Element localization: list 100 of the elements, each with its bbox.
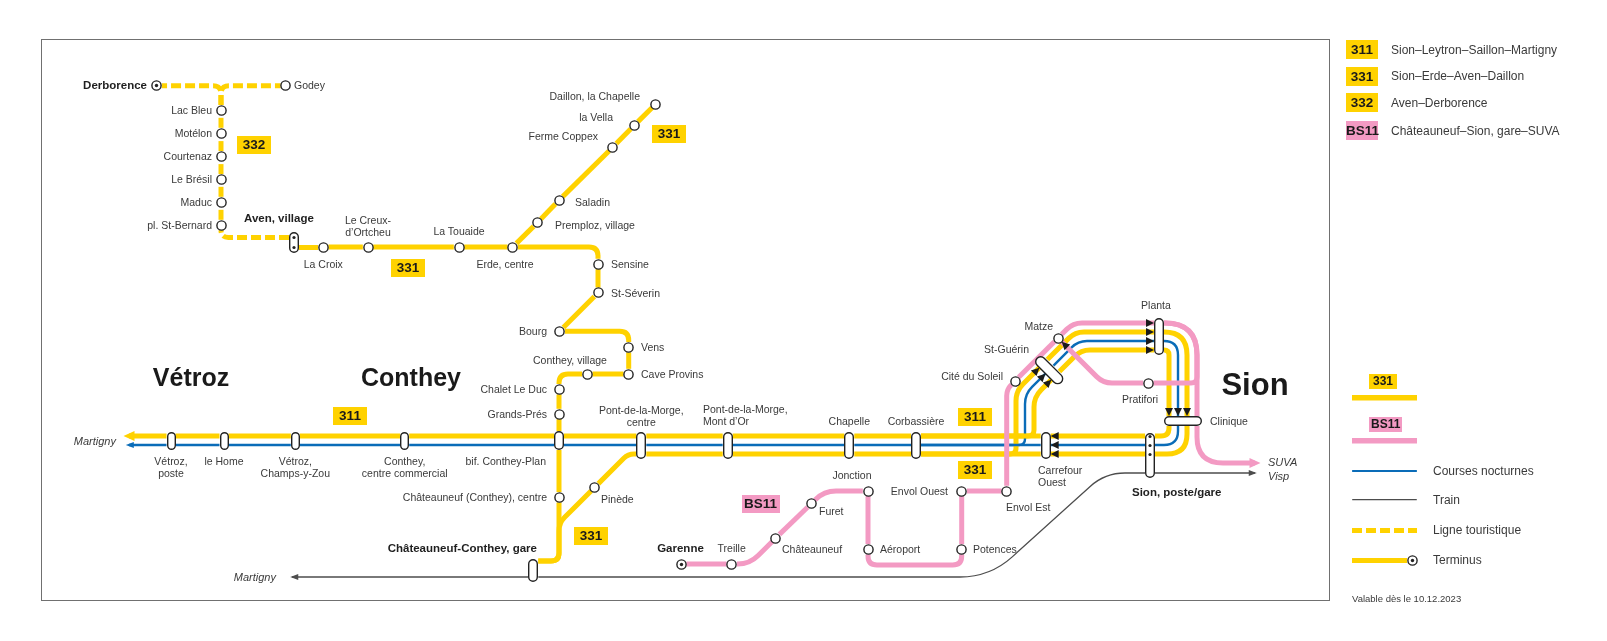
route-line [626,352,632,369]
stop-name: Châteauneuf (Conthey), centre [402,491,547,504]
route-line [921,443,1041,447]
route-line [175,443,220,447]
dashed-route-line [218,207,224,220]
route-line [813,488,863,502]
stop-name: La Touaide [433,224,485,238]
legend-text: Sion–Erde–Aven–Daillon [1391,69,1525,83]
legend-text: Ligne touristique [1433,523,1522,537]
dashed-route-line [218,227,289,240]
stop-name: St-Guérin [984,342,1029,356]
route-line [514,224,536,246]
route-line [328,244,363,250]
route-badge: BS11 [741,495,780,513]
route-line [1004,382,1014,486]
stop-name: Courtenaz [163,150,212,163]
route-arrow [1059,339,1144,386]
stop-name: Cave Provins [641,367,704,381]
stop-name: Aven, village [244,211,314,225]
route-line [1155,426,1190,457]
dashed-route-line [218,161,224,175]
route-badge: BS11 [1369,416,1403,432]
stop-name: Potences [973,543,1017,556]
stop-name: Carrefour Ouest [1038,463,1083,489]
stop-name: Godey [294,79,325,92]
legend-text: Train [1433,493,1460,507]
route-line [556,450,562,493]
stop-name: Clinique [1210,414,1248,428]
stop-name: Premploz, village [555,218,635,232]
route-line [865,496,871,545]
route-line [865,553,965,568]
place-name: Sion [1221,367,1289,403]
route-arrow [123,431,167,441]
route-badge: 331 [1369,373,1397,389]
stop-name: pl. St-Bernard [147,218,212,232]
stop-name: Motélon [174,126,212,140]
route-line [777,505,810,537]
route-arrow [1050,432,1145,440]
dashed-route-line [218,184,224,197]
route-line [228,443,291,447]
stop-name: Grands-Prés [487,407,547,421]
route-badge: 332 [1346,93,1378,112]
route-arrow [1050,450,1145,458]
stop-name: Erde, centre [476,257,534,270]
stop-name: Garenne [657,541,704,555]
route-badge: 331 [652,124,686,143]
stop-name: Ferme Coppex [528,129,598,143]
stop-name: Châteauneuf [782,542,843,556]
route-line [409,433,554,439]
stop-name: La Croix [303,257,343,270]
route-line [556,394,562,409]
route-line [299,443,401,447]
stop-name: St-Séverin [611,286,661,299]
route-arrow [1059,319,1154,337]
railway-arrow [290,574,529,580]
route-badge: 331 [958,461,992,479]
stop-name: Derborence [83,79,147,92]
route-arrow [1161,347,1173,416]
route-line [732,443,845,447]
route-line [735,539,774,567]
route-line [175,433,220,439]
route-line [561,294,597,330]
place-name: Conthey [361,362,461,392]
stop-name: Châteauneuf-Conthey, gare [387,541,537,555]
stop-name: Envol Est [1006,500,1051,514]
dashed-route-line [218,115,224,128]
legend-text: Châteauneuf–Sion, gare–SUVA [1391,123,1560,138]
route-arrow [1162,339,1182,416]
route-line [560,149,611,199]
validity-note: Valable dès le 10.12.2023 [1352,592,1462,604]
legend-text: Terminus [1433,553,1482,567]
route-line [564,328,632,343]
stop-name: le Home [204,454,244,468]
railway-arrow [1154,470,1257,476]
route-line [564,443,637,447]
stop-name: Conthey, village [533,353,607,367]
route-arrow [1045,328,1154,362]
stop-name: Sion, poste/gare [1132,485,1222,499]
stop-name: Envol Ouest [890,484,948,498]
route-line [921,451,1041,457]
route-line [686,561,727,567]
route-badge: 332 [237,136,271,154]
route-line [921,433,1041,439]
stop-name: Planta [1141,298,1171,312]
route-badge: 311 [958,407,992,426]
route-arrow [1057,346,1154,374]
route-line [966,488,1002,494]
destination-label: SUVA [1255,455,1298,469]
route-arrow [1050,441,1145,449]
route-line [1155,425,1172,439]
route-line [854,451,911,457]
route-line [538,489,593,564]
stop-name: Chalet Le Duc [480,383,547,396]
destination-label: Visp [1255,469,1290,483]
route-line [464,244,508,250]
stop-name: Chapelle [828,414,870,428]
stop-name: Vétroz, Champs-y-Zou [260,454,330,480]
route-arrow [1194,426,1261,468]
stop-name: Maduc [180,195,212,209]
stop-name: Bourg [518,325,547,338]
